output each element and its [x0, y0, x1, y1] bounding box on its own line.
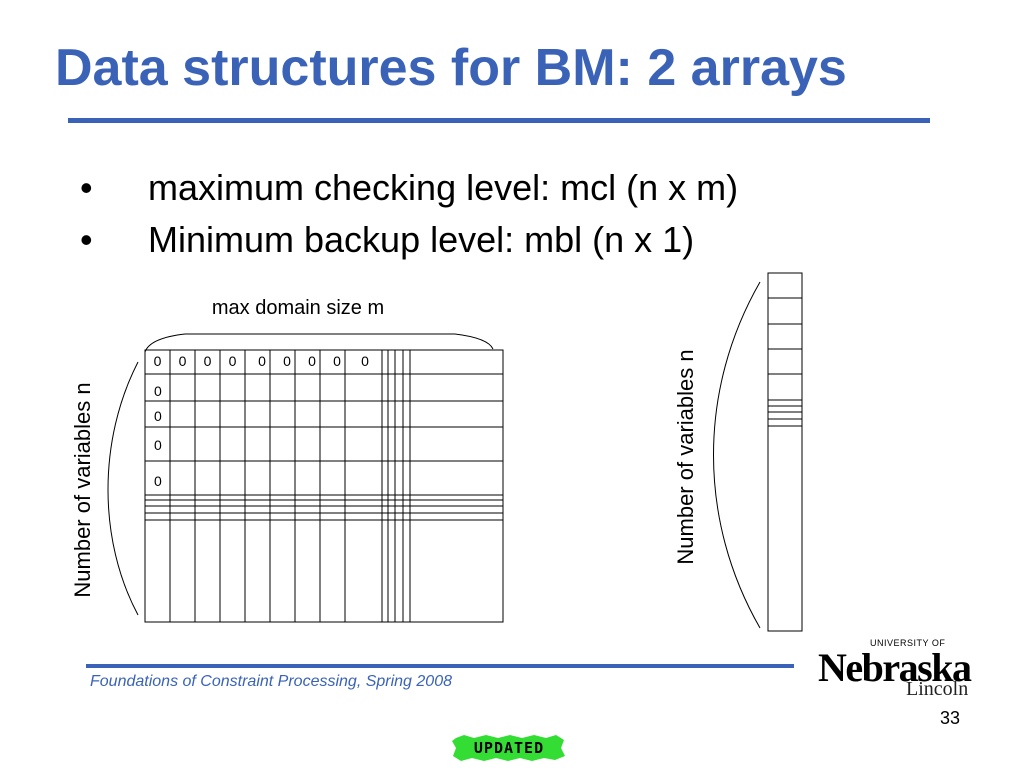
logo-city-text: Lincoln	[906, 678, 969, 700]
cell-value: 0	[361, 353, 369, 369]
cell-value: 0	[154, 353, 162, 369]
mcl-array	[144, 349, 504, 623]
logo-name-text: Nebraska	[818, 645, 972, 690]
bullet-marker: •	[80, 167, 93, 208]
title-underline	[68, 118, 930, 123]
badge-burst-icon	[452, 735, 565, 761]
variables-brace-left	[107, 361, 139, 616]
mbl-array	[767, 272, 803, 632]
footer-course: Foundations of Constraint Processing, Sp…	[90, 673, 452, 690]
page-number: 33	[940, 708, 961, 728]
mbl-variables-label: Number of variables n	[673, 349, 698, 564]
domain-size-label: max domain size m	[212, 297, 384, 319]
cell-value: 0	[154, 437, 162, 453]
cell-value: 0	[154, 383, 162, 399]
variables-brace-right	[713, 281, 761, 629]
cell-value: 0	[154, 408, 162, 424]
updated-badge: UPDATED	[452, 734, 566, 762]
cell-value: 0	[333, 353, 341, 369]
cell-value: 0	[258, 353, 266, 369]
mcl-variables-label: Number of variables n	[70, 382, 95, 597]
bullet-text: maximum checking level: mcl (n x m)	[148, 167, 739, 208]
cell-value: 0	[204, 353, 212, 369]
bullet-marker: •	[80, 219, 93, 260]
slide-title: Data structures for BM: 2 arrays	[55, 39, 847, 97]
cell-value: 0	[308, 353, 316, 369]
badge-label: UPDATED	[473, 739, 545, 757]
cell-value: 0	[229, 353, 237, 369]
domain-size-brace	[144, 333, 494, 353]
university-logo: UNIVERSITY OF Nebraska Lincoln	[818, 638, 972, 700]
logo-university-text: UNIVERSITY OF	[870, 638, 946, 648]
cell-value: 0	[154, 473, 162, 489]
cell-value: 0	[283, 353, 291, 369]
cell-value: 0	[179, 353, 187, 369]
footer-rule	[86, 664, 794, 668]
bullet-text: Minimum backup level: mbl (n x 1)	[148, 219, 695, 260]
